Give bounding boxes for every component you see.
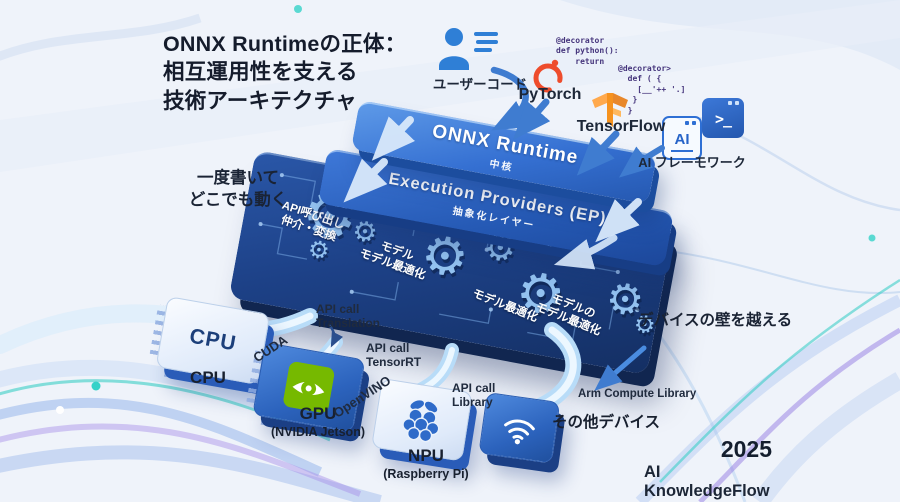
window-dots xyxy=(685,121,696,125)
connector-label-tensorrt: API call TensorRT xyxy=(366,341,422,369)
other-device-name: その他デバイス xyxy=(552,414,661,431)
gpu-chip xyxy=(246,342,366,437)
other-device-chip xyxy=(478,392,561,464)
gpu-label: GPU (NVIDIA Jetson) xyxy=(258,404,378,439)
raspberry-pi-logo-icon xyxy=(402,400,440,443)
cpu-name: CPU xyxy=(190,368,226,387)
ai-icon-underline xyxy=(671,149,693,152)
gpu-name: GPU xyxy=(299,404,337,423)
connector-label-arm: Arm Compute Library xyxy=(578,388,697,400)
npu-name: NPU xyxy=(408,446,444,465)
npu-label: NPU (Raspberry Pi) xyxy=(368,446,484,481)
ai-icon-text: AI xyxy=(674,131,690,148)
ai-framework-icon: AI xyxy=(662,116,702,160)
window-dots xyxy=(728,101,739,105)
nvidia-logo-icon xyxy=(283,361,335,413)
wifi-icon xyxy=(504,419,535,445)
pytorch-label: PyTorch xyxy=(518,86,582,103)
footer-brand: AI KnowledgeFlow xyxy=(644,463,770,500)
annotation-write-once: 一度書いて どこでも動く xyxy=(188,169,288,210)
terminal-icon: >_ xyxy=(702,98,744,138)
page-title: ONNX Runtimeの正体： 相互運用性を支える 技術アーキテクチャ xyxy=(163,32,407,113)
pytorch-icon xyxy=(533,59,563,93)
terminal-icon-text: >_ xyxy=(714,110,732,128)
gpu-sub: (NVIDIA Jetson) xyxy=(271,425,365,439)
connector-label-library: API call Library xyxy=(452,381,496,409)
tensorflow-icon xyxy=(592,93,628,127)
ai-framework-label: AI フレーモワーク xyxy=(638,155,746,170)
npu-chip xyxy=(371,378,473,462)
tensorflow-label: TensorFlow xyxy=(576,118,666,135)
user-code-icon xyxy=(439,28,498,70)
npu-sub: (Raspberry Pi) xyxy=(383,467,469,481)
annotation-cross-device: デバイスの壁を越える xyxy=(638,312,793,329)
code-snippet-tensorflow: @decorator> def ( { [__'++ '.] } } xyxy=(618,64,686,115)
user-code-label: ユーザーコード xyxy=(432,77,528,92)
code-snippet-pytorch: @decorator def python(): return xyxy=(556,36,619,66)
footer-year: 2025 xyxy=(720,436,772,462)
cpu-label: CPU xyxy=(168,368,248,388)
other-device-label: その他デバイス xyxy=(552,410,692,432)
connector-label-translation: API call Translation xyxy=(316,302,381,330)
